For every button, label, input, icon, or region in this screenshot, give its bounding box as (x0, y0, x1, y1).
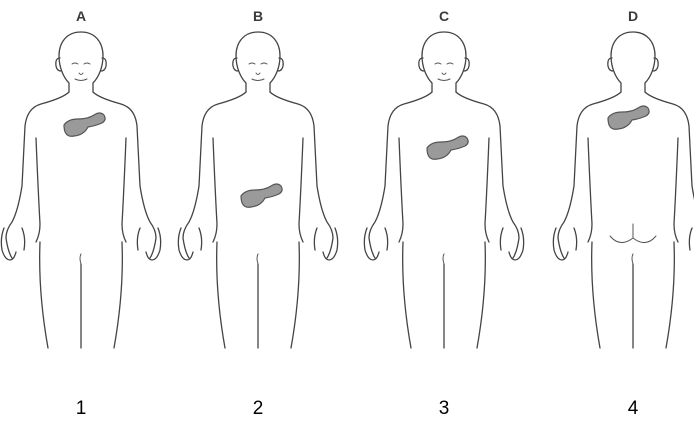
panel-c[interactable]: C 3 (357, 0, 531, 423)
figure-letter: C (357, 8, 531, 24)
pancreas-organ (427, 136, 468, 159)
panel-a[interactable]: A 1 (0, 0, 168, 423)
figure-letter: B (171, 8, 345, 24)
panel-d[interactable]: D 4 (546, 0, 694, 423)
option-number: 3 (357, 398, 531, 420)
face-features (72, 63, 90, 81)
body-figure-back (546, 28, 694, 350)
panel-b[interactable]: B 2 (171, 0, 345, 423)
figure-letter: D (546, 8, 694, 24)
pancreas-organ (608, 106, 649, 129)
body-figure-front (171, 28, 345, 350)
body-figure-front (0, 28, 168, 350)
face-features (249, 63, 267, 81)
option-number: 4 (546, 398, 694, 420)
buttocks-line (610, 224, 656, 243)
face-features (435, 63, 453, 81)
figure-letter: A (0, 8, 168, 24)
option-number: 1 (0, 398, 168, 420)
pancreas-organ (64, 113, 105, 136)
body-figure-front (357, 28, 531, 350)
pancreas-organ (241, 184, 282, 207)
option-number: 2 (171, 398, 345, 420)
